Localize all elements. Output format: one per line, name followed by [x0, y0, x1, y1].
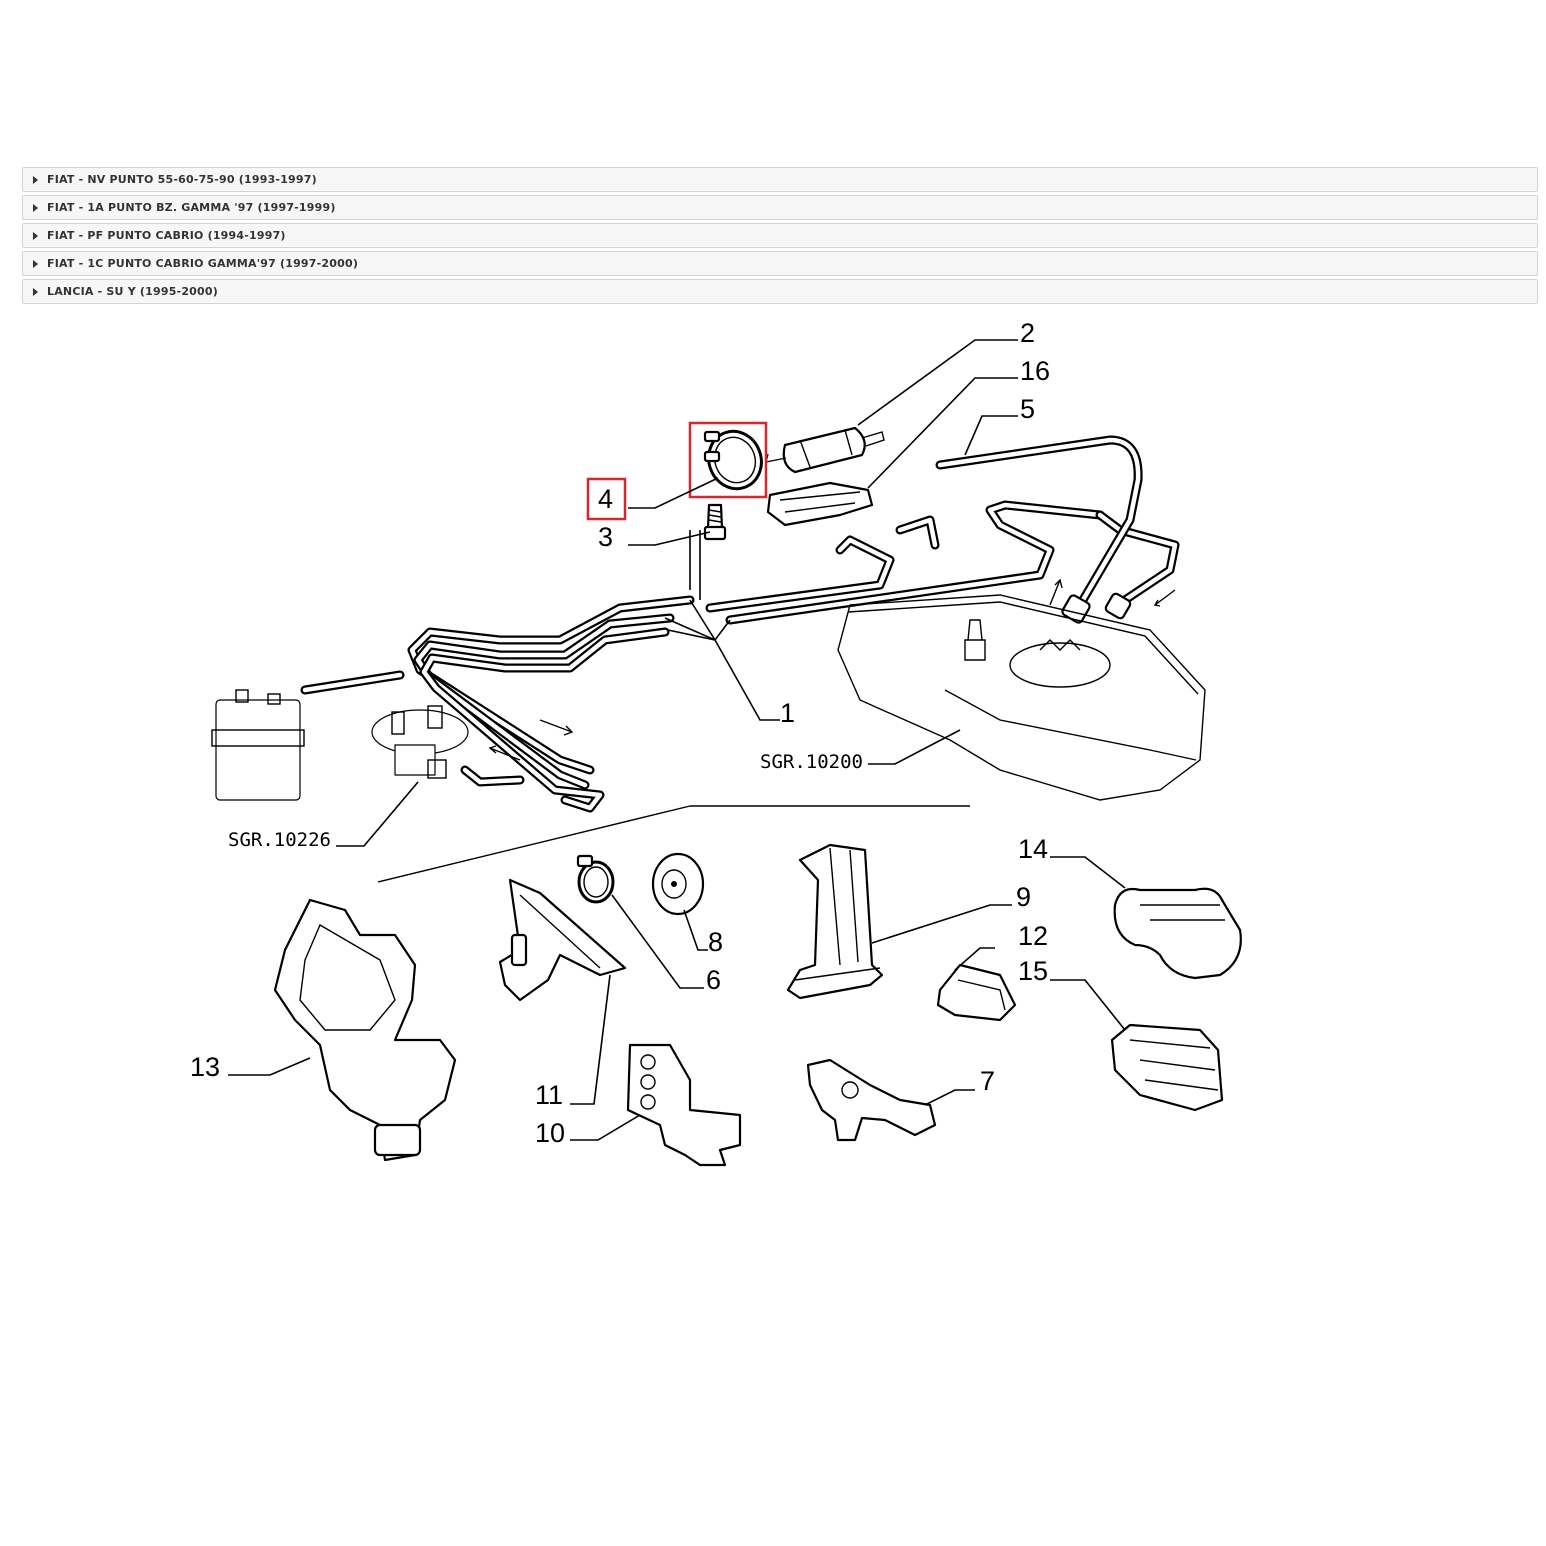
accordion-item-label: FIAT - 1C PUNTO CABRIO GAMMA'97 (1997-20…	[47, 257, 359, 270]
hose-clamp-drawing	[586, 421, 768, 521]
callout-6[interactable]: 6	[706, 965, 721, 995]
callout-labels: 2 16 5 4 3 1 SGR.10200 SGR.10226 14 9 12…	[190, 318, 1050, 1148]
leader-lines	[228, 339, 1126, 1141]
fuel-hose-drawing	[935, 435, 1143, 624]
pipe-clip-drawing	[936, 963, 1017, 1022]
triple-clip-drawing	[1110, 1023, 1224, 1112]
small-clamp-drawing	[576, 854, 615, 904]
caret-right-icon	[33, 175, 38, 184]
callout-12[interactable]: 12	[1018, 921, 1048, 951]
applications-accordion: FIAT - NV PUNTO 55-60-75-90 (1993-1997) …	[22, 167, 1538, 307]
callout-3[interactable]: 3	[598, 522, 613, 552]
reference-tank[interactable]: SGR.10200	[760, 751, 863, 773]
reference-pump[interactable]: SGR.10226	[228, 829, 331, 851]
callout-2[interactable]: 2	[1020, 318, 1035, 348]
callout-14[interactable]: 14	[1018, 834, 1048, 864]
pipe-support-drawing	[786, 843, 884, 1000]
carbon-canister-drawing	[211, 689, 305, 801]
callout-15[interactable]: 15	[1018, 956, 1048, 986]
accordion-item-label: FIAT - PF PUNTO CABRIO (1994-1997)	[47, 229, 286, 242]
accordion-item-1c-punto-cabrio[interactable]: FIAT - 1C PUNTO CABRIO GAMMA'97 (1997-20…	[22, 251, 1538, 276]
highlight-label-box	[586, 477, 627, 521]
fuel-filter-drawing	[765, 426, 885, 474]
callout-11[interactable]: 11	[535, 1080, 563, 1110]
caret-right-icon	[33, 287, 38, 296]
caret-right-icon	[33, 203, 38, 212]
accordion-item-label: FIAT - NV PUNTO 55-60-75-90 (1993-1997)	[47, 173, 317, 186]
callout-13[interactable]: 13	[190, 1052, 220, 1082]
highlight-box	[688, 421, 768, 499]
fuel-tank-drawing	[837, 594, 1206, 801]
pipe-holder-drawing	[806, 1058, 937, 1142]
accordion-item-pf-punto-cabrio[interactable]: FIAT - PF PUNTO CABRIO (1994-1997)	[22, 223, 1538, 248]
caret-right-icon	[33, 231, 38, 240]
caret-right-icon	[33, 259, 38, 268]
canister-bracket-drawing	[273, 898, 457, 1162]
accordion-item-label: FIAT - 1A PUNTO BZ. GAMMA '97 (1997-1999…	[47, 201, 336, 214]
callout-9[interactable]: 9	[1016, 882, 1031, 912]
callout-8[interactable]: 8	[708, 927, 723, 957]
grommet-drawing	[651, 852, 705, 916]
callout-10[interactable]: 10	[535, 1118, 565, 1148]
support-bracket-drawing	[498, 878, 627, 1002]
fuel-pipes-drawing	[300, 500, 1180, 813]
double-clip-drawing	[1113, 887, 1242, 980]
separator-line	[377, 805, 691, 883]
accordion-item-lancia-y[interactable]: LANCIA - SU Y (1995-2000)	[22, 279, 1538, 304]
callout-4[interactable]: 4	[598, 484, 613, 514]
fuel-pump-drawing	[371, 705, 469, 779]
callout-1[interactable]: 1	[780, 698, 795, 728]
callout-5[interactable]: 5	[1020, 394, 1035, 424]
accordion-item-1a-punto[interactable]: FIAT - 1A PUNTO BZ. GAMMA '97 (1997-1999…	[22, 195, 1538, 220]
accordion-item-nv-punto[interactable]: FIAT - NV PUNTO 55-60-75-90 (1993-1997)	[22, 167, 1538, 192]
accordion-item-label: LANCIA - SU Y (1995-2000)	[47, 285, 218, 298]
callout-16[interactable]: 16	[1020, 356, 1050, 386]
screw-drawing	[703, 503, 727, 541]
multi-pipe-clip-drawing	[626, 1043, 742, 1167]
callout-7[interactable]: 7	[980, 1066, 995, 1096]
filter-bracket-drawing	[766, 481, 874, 527]
